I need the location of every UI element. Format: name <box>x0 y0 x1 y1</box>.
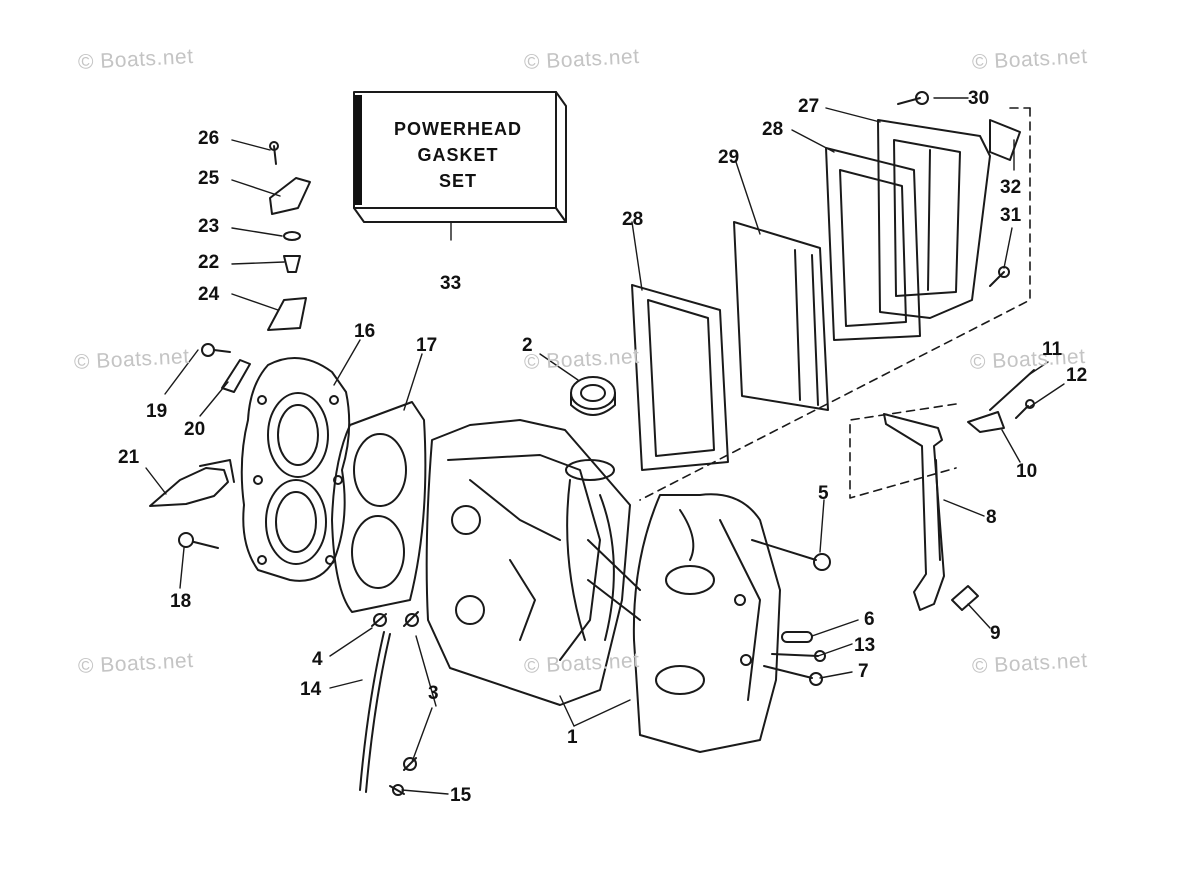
washer-23-drawing <box>283 231 301 241</box>
bracket-24-drawing <box>267 297 307 331</box>
callout-2: 2 <box>522 335 533 356</box>
callout-22: 22 <box>198 252 220 273</box>
callout-18: 18 <box>170 591 192 612</box>
crankcase-drawing <box>425 419 641 706</box>
valve-22-drawing <box>283 255 301 273</box>
callout-32: 32 <box>1000 177 1022 198</box>
screw-26-drawing <box>269 141 279 165</box>
callout-8: 8 <box>986 507 997 528</box>
cover-gasket-28-right-drawing <box>825 147 921 341</box>
screw-5-drawing <box>751 539 831 571</box>
callout-20: 20 <box>184 419 206 440</box>
screw-30-drawing <box>897 91 929 105</box>
callout-28-left: 28 <box>622 209 644 230</box>
cover-25-drawing <box>269 177 311 215</box>
hose-14-drawing <box>359 631 391 793</box>
screw-18-drawing <box>178 532 219 549</box>
bracket-32-drawing <box>989 119 1021 161</box>
callout-21: 21 <box>118 447 140 468</box>
exhaust-plate-drawing <box>733 221 829 411</box>
callout-16: 16 <box>354 321 376 342</box>
callout-6: 6 <box>864 609 875 630</box>
callout-19: 19 <box>146 401 168 422</box>
callout-27: 27 <box>798 96 820 117</box>
callout-17: 17 <box>416 335 438 356</box>
cover-gasket-28-left-drawing <box>631 284 729 471</box>
fitting-4-drawing <box>371 613 387 627</box>
callout-31: 31 <box>1000 205 1022 226</box>
gasket-set-label-line3: SET <box>438 171 477 191</box>
callout-24: 24 <box>198 284 220 305</box>
fitting-3-lower-drawing <box>403 757 417 771</box>
dowel-6-drawing <box>781 631 813 643</box>
gasket-set-label: POWERHEAD GASKET SET <box>368 116 548 194</box>
callout-13: 13 <box>854 635 876 656</box>
exhaust-cover-drawing <box>877 119 991 319</box>
callout-1: 1 <box>567 727 578 748</box>
clip-20-drawing <box>221 359 251 393</box>
callout-26: 26 <box>198 128 220 149</box>
screw-7-drawing <box>763 665 823 686</box>
callout-4: 4 <box>312 649 323 670</box>
callout-25: 25 <box>198 168 220 189</box>
screw-31-drawing <box>989 266 1010 287</box>
screw-19-drawing <box>201 343 231 357</box>
leader-lines <box>145 97 1065 795</box>
screw-11-drawing <box>989 369 1035 411</box>
callout-9: 9 <box>990 623 1001 644</box>
gasket-set-box-drawing <box>353 91 567 223</box>
cylinder-head-drawing <box>240 356 351 582</box>
callout-3: 3 <box>428 683 439 704</box>
bushing-9-drawing <box>951 585 979 611</box>
link-10-drawing <box>967 411 1005 433</box>
callout-15: 15 <box>450 785 472 806</box>
gasket-set-label-line2: GASKET <box>417 145 499 165</box>
callout-23: 23 <box>198 216 220 237</box>
crankcase-cover-drawing <box>632 493 781 753</box>
callout-28-right: 28 <box>762 119 784 140</box>
spark-plug-drawing <box>149 459 235 507</box>
bearing-drawing <box>570 376 616 416</box>
callout-14: 14 <box>300 679 322 700</box>
callout-30: 30 <box>968 88 990 109</box>
callout-29: 29 <box>718 147 740 168</box>
head-gasket-drawing <box>331 401 427 613</box>
gasket-set-label-line1: POWERHEAD <box>393 119 522 139</box>
callout-11: 11 <box>1042 339 1063 360</box>
callout-12: 12 <box>1066 365 1088 386</box>
callout-5: 5 <box>818 483 829 504</box>
screw-12-drawing <box>1015 399 1035 419</box>
alignment-dashed-lines <box>639 107 1031 501</box>
callout-7: 7 <box>858 661 869 682</box>
screw-13-drawing <box>771 650 826 662</box>
callout-10: 10 <box>1016 461 1038 482</box>
fitting-3-upper-drawing <box>403 611 419 627</box>
lever-shaft-drawing <box>883 413 945 611</box>
callout-33: 33 <box>440 273 462 294</box>
